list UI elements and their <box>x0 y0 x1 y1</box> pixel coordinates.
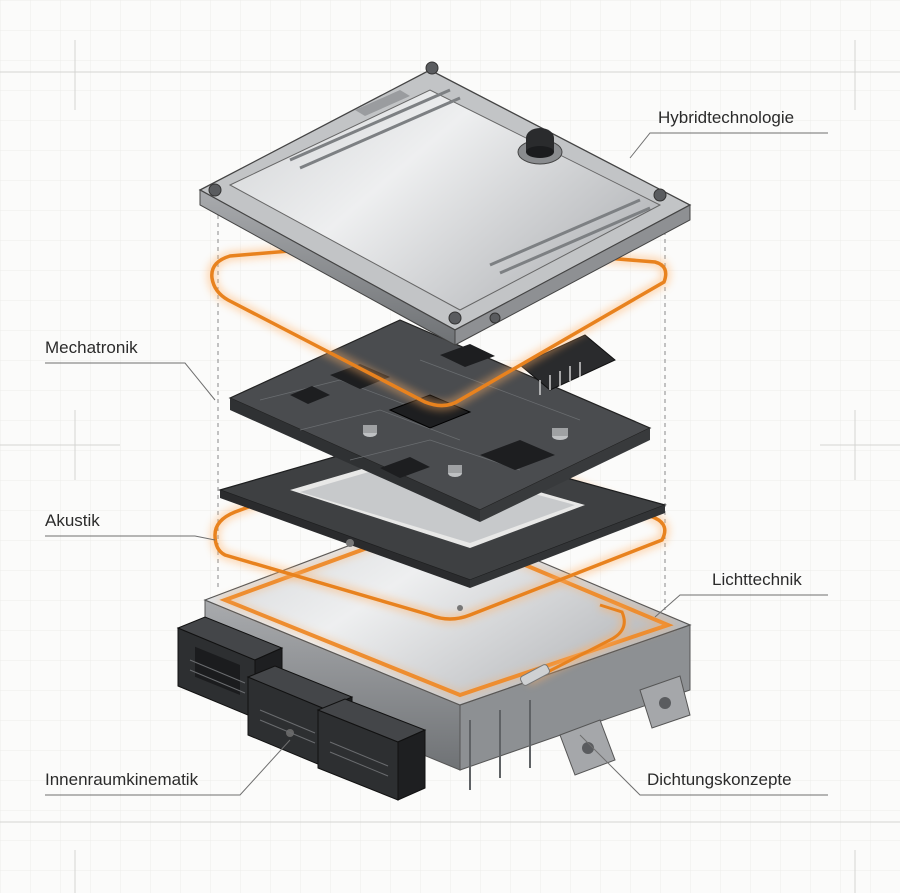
top-cover <box>198 61 692 346</box>
leader-lines <box>45 132 828 796</box>
pcb-board <box>228 319 652 522</box>
upper-seal-ring <box>206 234 671 411</box>
label-dichtungskonzepte: Dichtungskonzepte <box>647 770 792 789</box>
connector-block <box>176 616 427 801</box>
lower-seal-ring <box>209 431 670 624</box>
label-hybridtechnologie: Hybridtechnologie <box>658 108 795 127</box>
label-mechatronik: Mechatronik <box>45 338 138 357</box>
label-innenraumkinematik: Innenraumkinematik <box>45 770 199 789</box>
light-guide <box>519 601 629 686</box>
label-lichttechnik: Lichttechnik <box>712 570 802 589</box>
label-akustik: Akustik <box>45 511 100 530</box>
